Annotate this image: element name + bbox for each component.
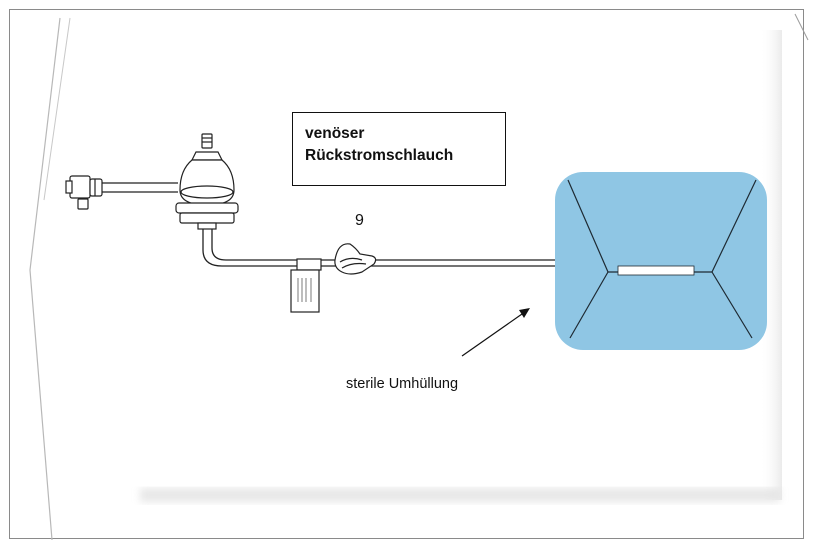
venous-return-tubing: [202, 228, 555, 267]
sterile-wrap: [555, 172, 767, 350]
component-title-line2: Rückstromschlauch: [305, 147, 454, 164]
item-number: 9: [355, 212, 364, 229]
component-label-box: venöser Rückstromschlauch: [292, 112, 506, 186]
inlet-tubing: [100, 182, 178, 193]
background-sheet: [29, 13, 809, 541]
sterile-wrap-annotation: sterile Umhüllung: [346, 376, 459, 392]
tubing-tag-icon: [290, 258, 322, 313]
venous-reservoir-icon: [175, 133, 239, 230]
tubing-clamp-icon: [334, 243, 377, 275]
component-title-line1: venöser: [305, 125, 365, 142]
annotation-arrow: [461, 308, 530, 357]
luer-connector-icon: [65, 175, 103, 210]
